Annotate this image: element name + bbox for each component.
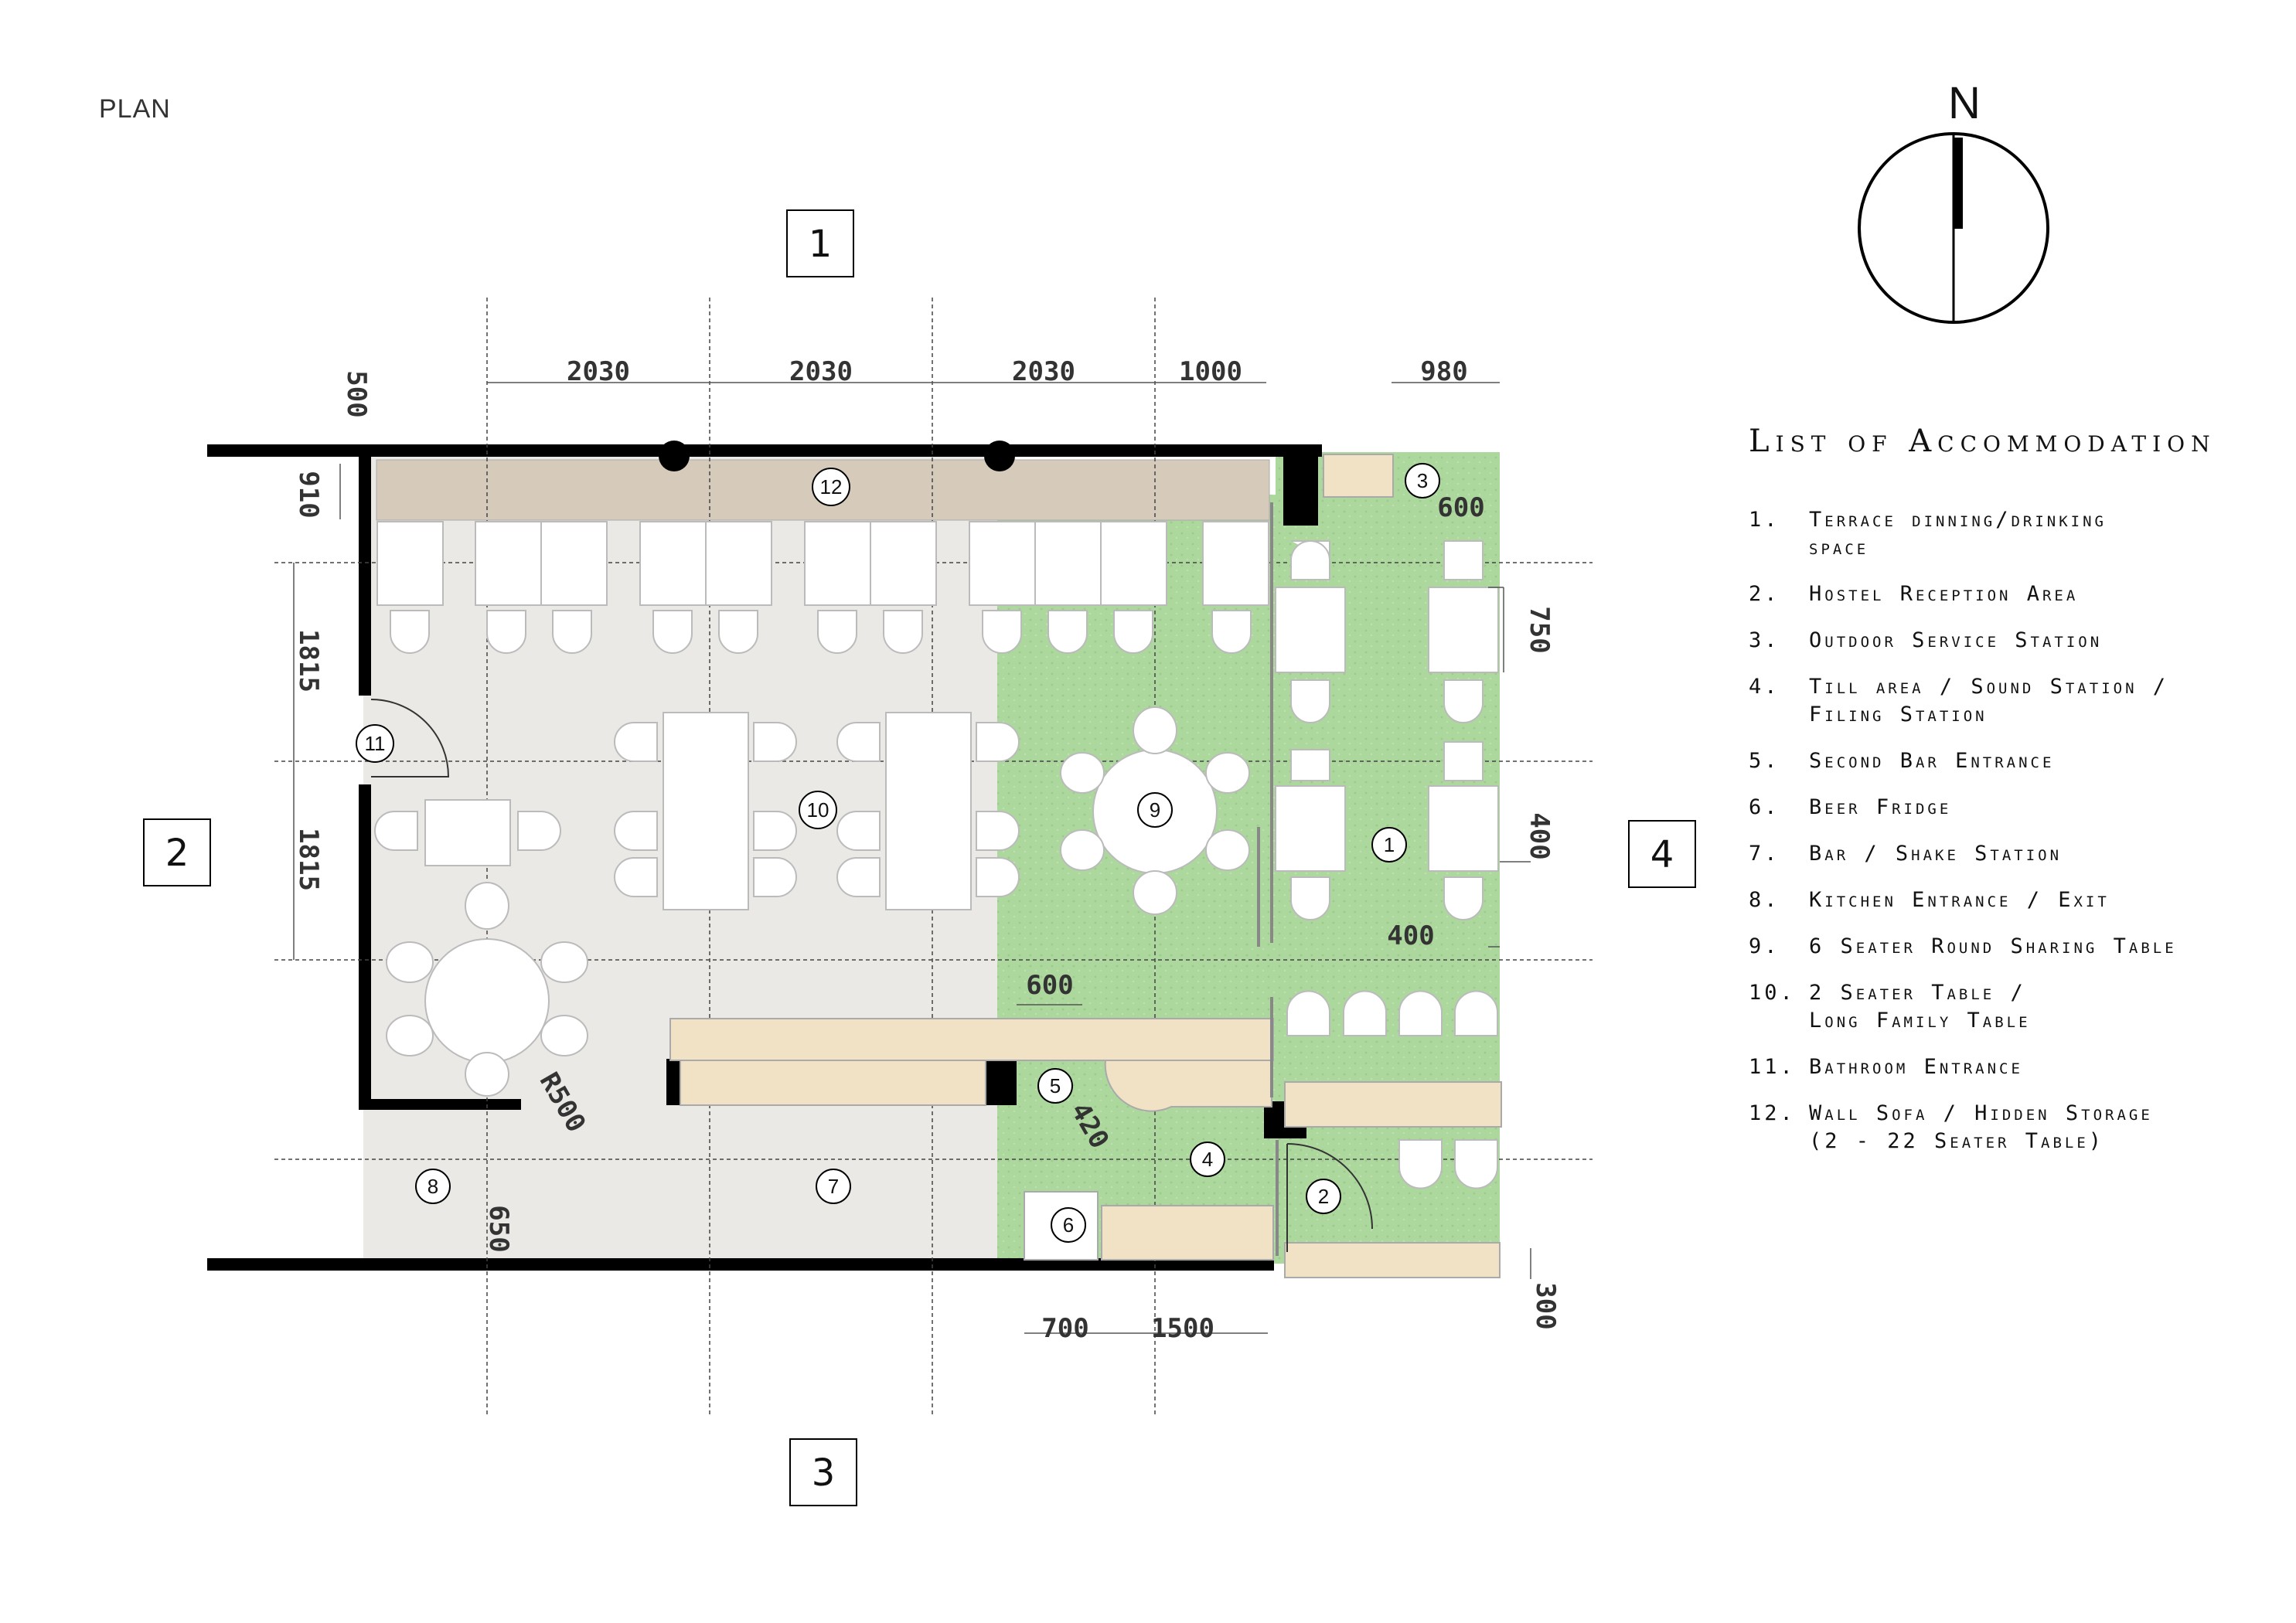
legend-item-text: Second Bar Entrance	[1809, 749, 2055, 773]
legend-item-number: 9.	[1749, 934, 1780, 958]
legend-item: 12. Wall Sofa / Hidden Storage (2 - 22 Se…	[1749, 1100, 2243, 1155]
dim-700: 700	[1041, 1313, 1088, 1344]
legend-item: 8. Kitchen Entrance / Exit	[1749, 886, 2243, 914]
north-arrow	[1858, 132, 2049, 324]
marker-3: 3	[1417, 469, 1428, 492]
section-marker-4: 4	[1628, 820, 1696, 888]
legend-item-number: 2.	[1749, 582, 1780, 606]
legend-item-text: 6 Seater Round Sharing Table	[1809, 934, 2177, 958]
dim-top-2: 2030	[789, 356, 853, 387]
legend-item: 5. Second Bar Entrance	[1749, 747, 2243, 775]
legend-item-text: Beer Fridge	[1809, 795, 1952, 819]
legend-item-text: Hostel Reception Area	[1809, 582, 2079, 606]
dimension-labels: 2030 2030 2030 1000 980 500 910 1815 181…	[293, 356, 1561, 1344]
dim-1815-a: 1815	[293, 629, 324, 692]
bar-counter	[669, 454, 1502, 1278]
legend-item: 1. Terrace dinning/drinking space	[1749, 506, 2243, 562]
dim-750: 750	[1524, 606, 1555, 653]
legend-item-number: 11.	[1749, 1055, 1796, 1079]
section-marker-1: 1	[786, 209, 854, 277]
dim-600-bar: 600	[1026, 970, 1073, 1001]
legend-item: 10. 2 Seater Table / Long Family Table	[1749, 979, 2243, 1035]
dim-top-1: 2030	[567, 356, 630, 387]
dim-400-vertical: 400	[1524, 812, 1555, 859]
dim-300: 300	[1530, 1282, 1561, 1329]
dim-top-5: 980	[1420, 356, 1467, 387]
legend-item: 7. Bar / Shake Station	[1749, 840, 2243, 868]
legend-item-text: Till area / Sound Station / Filing Stati…	[1809, 675, 2169, 726]
legend-item: 4. Till area / Sound Station / Filing Sta…	[1749, 673, 2243, 729]
chairs	[374, 540, 1498, 1189]
glazing	[1257, 502, 1279, 1256]
section-marker-2: 2	[143, 818, 211, 886]
marker-6: 6	[1063, 1213, 1074, 1237]
doors	[370, 699, 1373, 1252]
dim-1500: 1500	[1151, 1313, 1214, 1344]
dim-top-4: 1000	[1179, 356, 1242, 387]
legend-item-text: Wall Sofa / Hidden Storage (2 - 22 Seate…	[1809, 1101, 2153, 1153]
legend-item-text: Bathroom Entrance	[1809, 1055, 2023, 1079]
legend-heading: List of Accommodation	[1749, 424, 2216, 459]
dim-1815-b: 1815	[293, 828, 324, 891]
marker-12: 12	[820, 475, 843, 498]
marker-4: 4	[1202, 1148, 1213, 1171]
area-markers: 1 2 3 4 5 6 7 8 9 10 11 12	[356, 463, 1440, 1243]
legend-item-text: Bar / Shake Station	[1809, 842, 2063, 866]
legend-item-number: 7.	[1749, 842, 1780, 866]
marker-10: 10	[807, 798, 829, 822]
marker-1: 1	[1384, 833, 1395, 856]
legend-item-number: 6.	[1749, 795, 1780, 819]
marker-2: 2	[1318, 1185, 1329, 1208]
dim-650: 650	[483, 1205, 514, 1252]
plan-title: PLAN	[99, 94, 171, 124]
legend-item-number: 4.	[1749, 675, 1780, 699]
section-number: 4	[1650, 833, 1674, 876]
legend-item-number: 5.	[1749, 749, 1780, 773]
marker-9: 9	[1150, 798, 1160, 822]
legend-item: 6. Beer Fridge	[1749, 794, 2243, 822]
legend-item: 11. Bathroom Entrance	[1749, 1053, 2243, 1081]
section-number: 2	[165, 832, 189, 875]
legend-item-text: 2 Seater Table / Long Family Table	[1809, 981, 2031, 1033]
marker-7: 7	[828, 1175, 839, 1198]
legend-item-text: Terrace dinning/drinking space	[1809, 508, 2107, 560]
tables	[376, 521, 1499, 1063]
dim-400-horizontal: 400	[1387, 920, 1434, 951]
marker-8: 8	[428, 1175, 438, 1198]
dim-500: 500	[341, 370, 372, 417]
legend-item-number: 12.	[1749, 1101, 1796, 1125]
dim-910: 910	[293, 471, 324, 518]
marker-11: 11	[365, 732, 386, 755]
marker-5: 5	[1050, 1074, 1061, 1097]
legend-item-number: 3.	[1749, 628, 1780, 652]
legend-item-number: 10.	[1749, 981, 1796, 1005]
north-label: N	[1948, 78, 1981, 128]
section-marker-3: 3	[789, 1438, 857, 1506]
legend-item-number: 8.	[1749, 888, 1780, 912]
dimension-lines	[293, 382, 1531, 1334]
legend-item: 3. Outdoor Service Station	[1749, 627, 2243, 655]
legend-list: 1. Terrace dinning/drinking space 2. Hostel…	[1749, 506, 2243, 1174]
legend-item: 2. Hostel Reception Area	[1749, 580, 2243, 608]
dim-top-3: 2030	[1012, 356, 1075, 387]
section-number: 1	[809, 223, 833, 266]
legend-item-number: 1.	[1749, 508, 1780, 532]
legend-item-text: Kitchen Entrance / Exit	[1809, 888, 2110, 912]
dim-600-terrace: 600	[1437, 492, 1484, 523]
section-number: 3	[812, 1451, 836, 1495]
legend-item-text: Outdoor Service Station	[1809, 628, 2103, 652]
legend-item: 9. 6 Seater Round Sharing Table	[1749, 933, 2243, 961]
